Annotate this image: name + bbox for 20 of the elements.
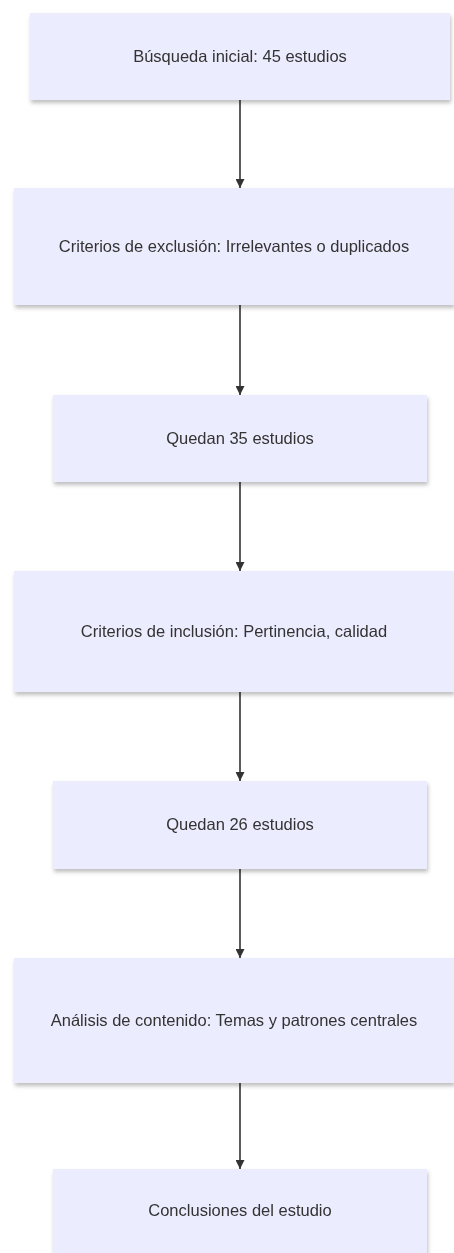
box-label: Criterios de exclusión: Irrelevantes o duplicados [58, 235, 410, 257]
box-label: Quedan 26 estudios [166, 814, 314, 836]
process-box [53, 1169, 427, 1253]
arrow [235, 99, 245, 189]
arrow [235, 481, 245, 572]
box-label: Conclusiones del estudio [148, 1200, 332, 1222]
arrow [235, 691, 245, 782]
box-label: Quedan 35 estudios [166, 427, 314, 449]
process-box [30, 13, 450, 100]
process-box [53, 395, 427, 482]
process-box [14, 188, 454, 305]
arrow [235, 1082, 245, 1170]
process-box [14, 571, 454, 692]
process-box [14, 958, 454, 1083]
process-box [53, 781, 427, 869]
box-label: Criterios de inclusión: Pertinencia, calidad [80, 620, 388, 642]
box-label: Análisis de contenido: Temas y patrones centrales [50, 1009, 418, 1031]
arrow [235, 304, 245, 396]
box-label: Búsqueda inicial: 45 estudios [133, 45, 347, 67]
arrow [235, 868, 245, 959]
